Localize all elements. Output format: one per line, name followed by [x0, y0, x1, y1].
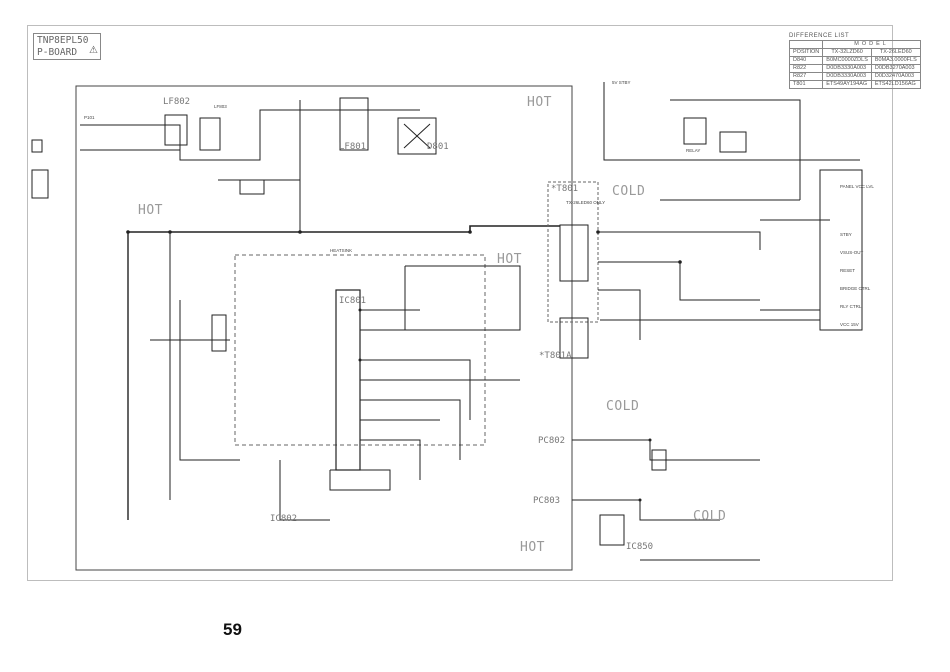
zone-cold-label: COLD — [612, 184, 646, 199]
ic850-label: IC850 — [626, 542, 654, 552]
warning-icon: ⚠ — [89, 45, 98, 56]
heatsink-label: HEATSINK — [330, 248, 353, 253]
lf801-label: LF801 — [339, 142, 367, 152]
board-title-line1: TNP8EPL50 — [37, 35, 89, 46]
zone-hot-label: HOT — [520, 540, 545, 555]
component-label: RELAY — [686, 148, 701, 153]
difference-list-title: DIFFERENCE LIST — [789, 33, 850, 39]
pc802-label: PC802 — [538, 436, 566, 446]
board-title: TNP8EPL50 P-BOARD — [33, 33, 101, 60]
ic801-label: IC801 — [339, 296, 367, 306]
d801-label: D801 — [427, 142, 449, 152]
t801-label: *T801 — [551, 184, 579, 194]
t801a-label: *T801A — [539, 351, 572, 361]
signal-label: VSUS-OUT — [840, 250, 864, 255]
table-cell: T801 — [788, 80, 824, 89]
lf802-label: LF802 — [163, 97, 191, 107]
pc803-label: PC803 — [533, 496, 561, 506]
component-label: LF803 — [214, 104, 227, 109]
zone-cold-label: COLD — [693, 509, 727, 524]
zone-cold-label: COLD — [606, 399, 640, 414]
signal-label: PANEL VCC LVL — [840, 184, 874, 189]
page-number: 59 — [223, 620, 242, 639]
signal-label: RESET — [840, 268, 856, 273]
connector-label: P101 — [84, 115, 95, 120]
difference-table: MODEL POSITION TX-32LZD60 TX-26LED60 D84… — [788, 40, 921, 89]
signal-label: RLY CTRL — [840, 304, 862, 309]
signal-label: BRIDGE CTRL — [840, 286, 871, 291]
signal-label: VCC 15V — [840, 322, 859, 327]
signal-label: 5V STBY — [612, 80, 631, 85]
zone-hot-label: HOT — [527, 95, 552, 110]
zone-hot-label: HOT — [138, 203, 163, 218]
transformer-note: TX-26LED60 ONLY — [566, 200, 606, 205]
signal-label: STBY — [840, 232, 852, 237]
table-cell: ETS42LD156AG — [870, 80, 921, 89]
zone-hot-label: HOT — [497, 252, 522, 267]
difference-list: DIFFERENCE LIST MODEL POSITION TX-32LZD6… — [788, 33, 921, 89]
schematic-frame — [27, 25, 893, 581]
board-title-line2: P-BOARD — [37, 47, 78, 58]
ic802-label: IC802 — [270, 514, 298, 524]
